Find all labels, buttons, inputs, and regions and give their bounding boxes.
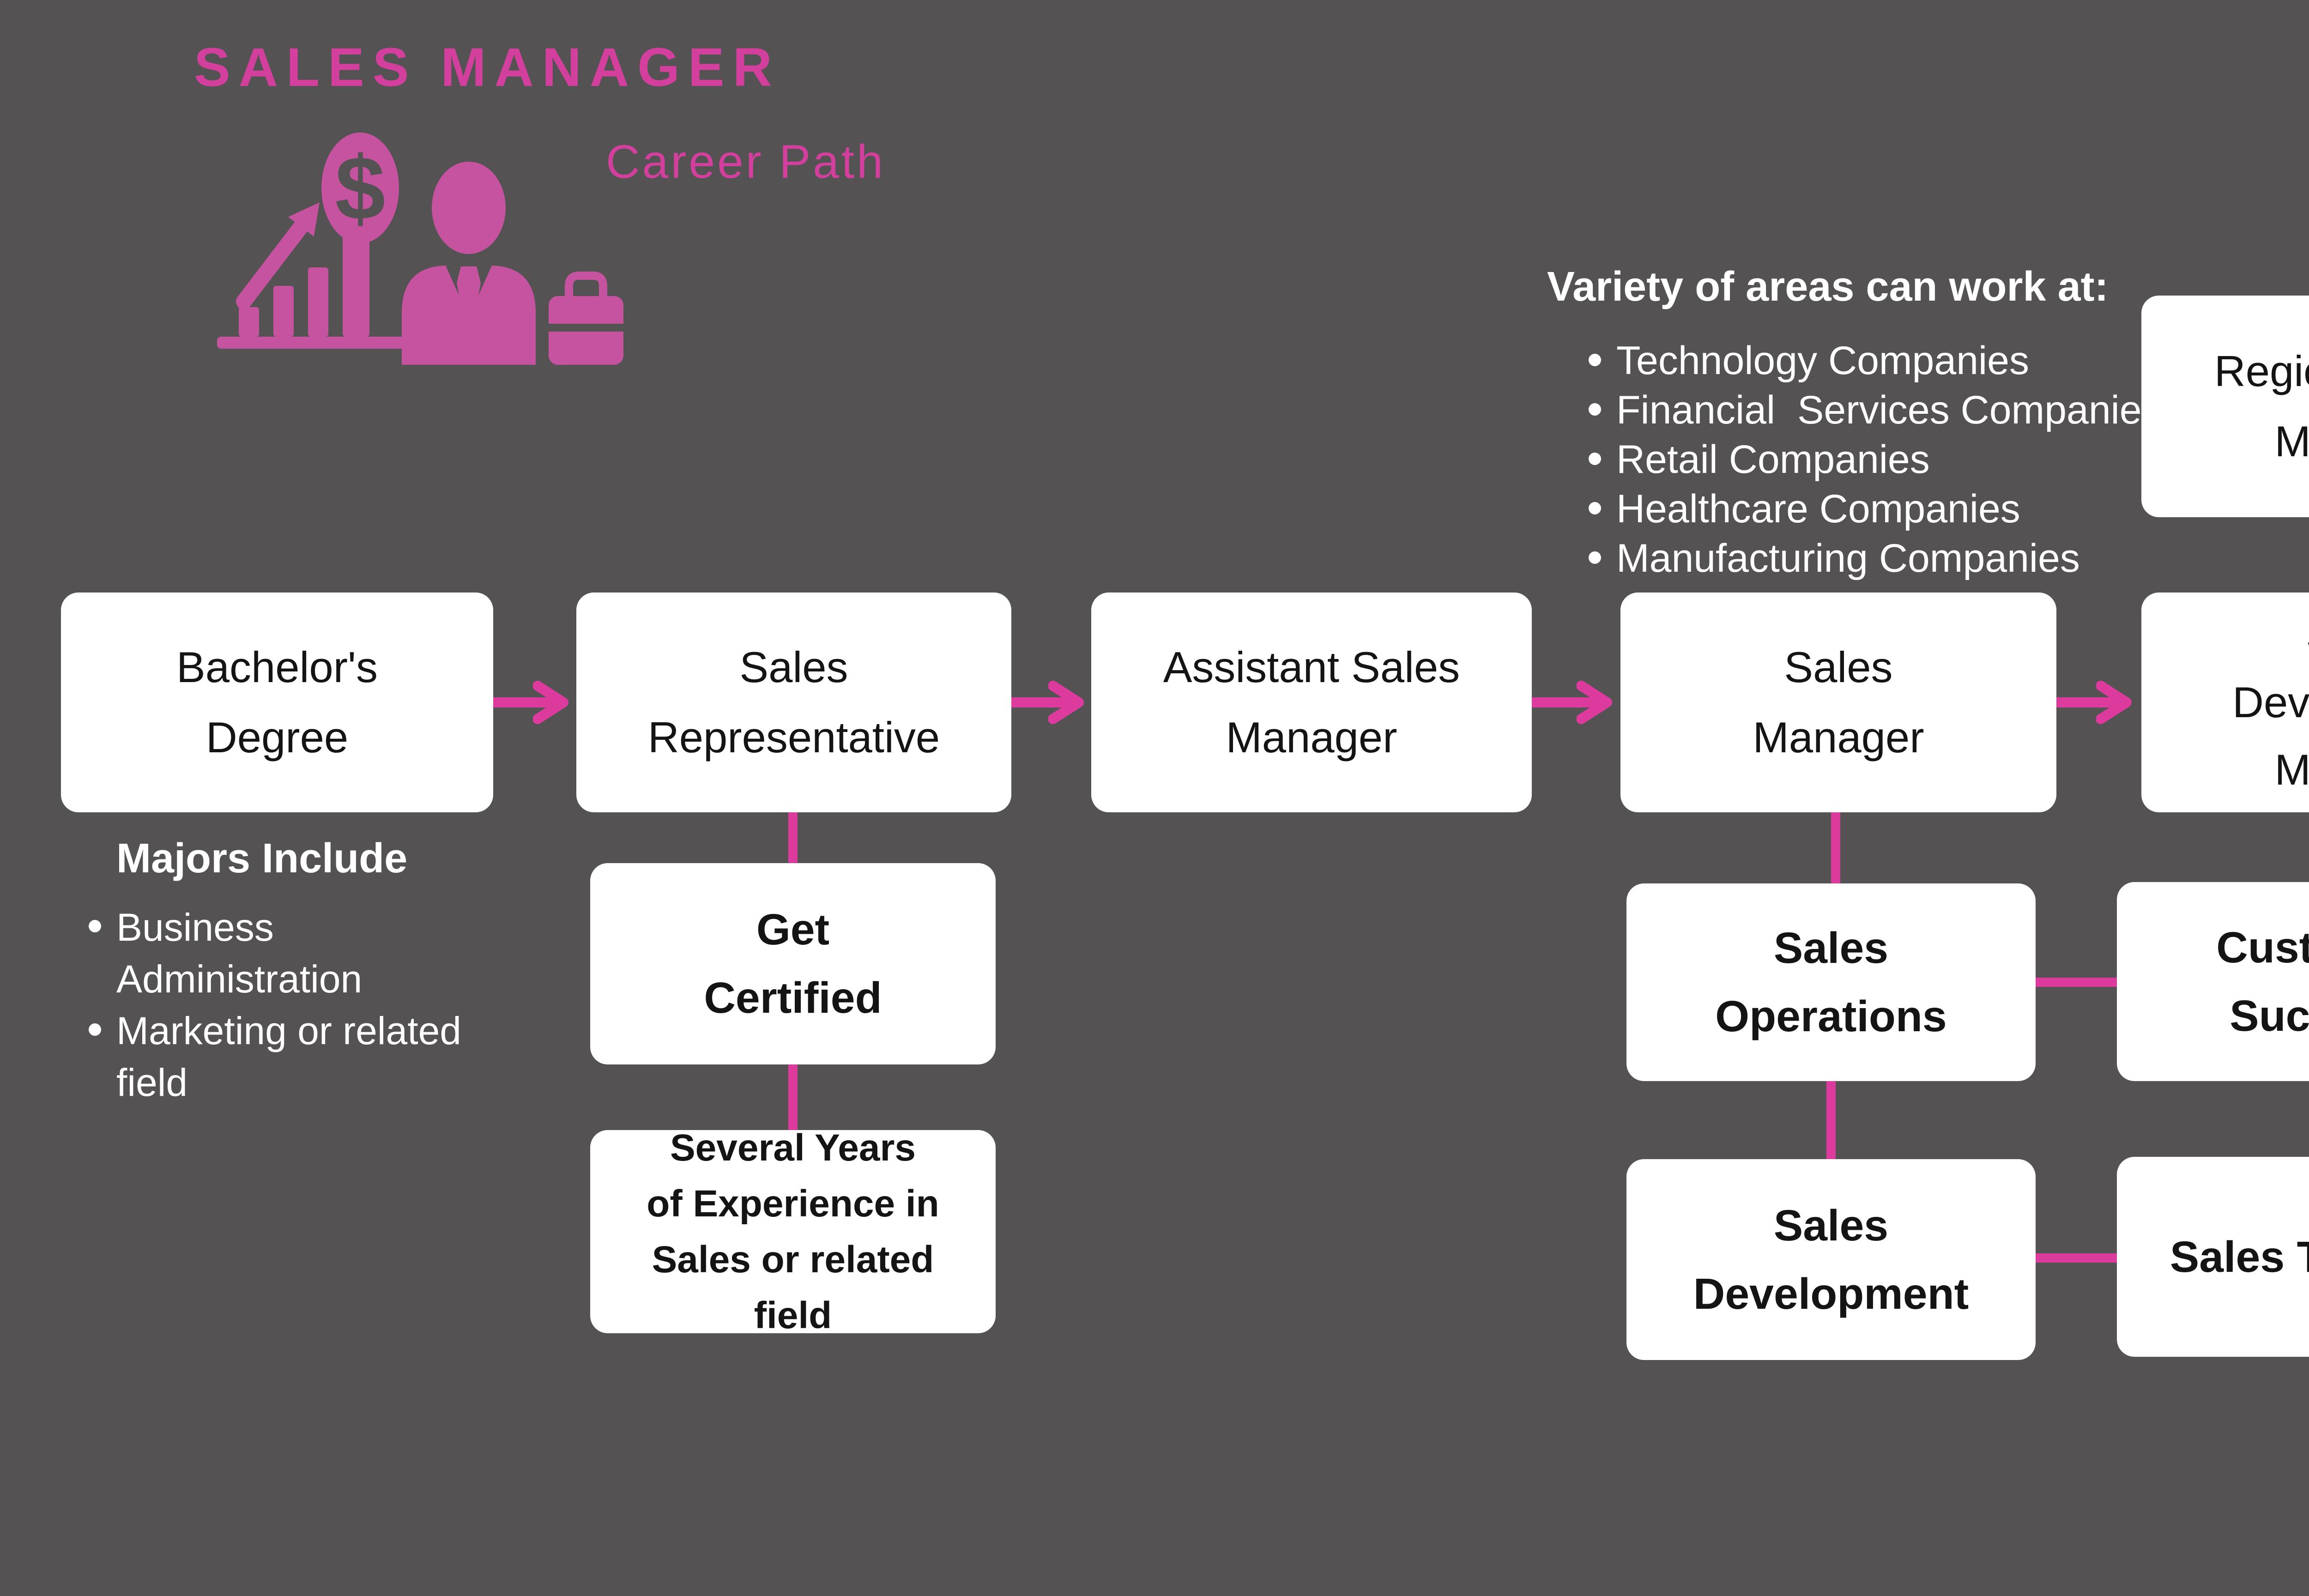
dollar-sign: $ bbox=[335, 138, 385, 239]
node-get-certified: Get Certified bbox=[590, 863, 996, 1064]
list-item-work-area: Healthcare Companies bbox=[1587, 484, 2309, 534]
node-assistant-sales-manager: Assistant Sales Manager bbox=[1091, 592, 1532, 812]
node-experience: Several Years of Experience in Sales or … bbox=[590, 1127, 996, 1336]
list-item-work-area: Manufacturing Companies bbox=[1587, 534, 2309, 583]
node-sales-operations: Sales Operations bbox=[1626, 883, 2036, 1081]
node-sales-training: Sales Training bbox=[2117, 1157, 2309, 1357]
list-item-work-area: Retail Companies bbox=[1587, 435, 2309, 484]
node-regional-sales-manager: Regional Sales Manager bbox=[2141, 296, 2309, 517]
majors-list: Business Administration Marketing or rel… bbox=[87, 901, 502, 1108]
node-bachelors-degree: Bachelor's Degree bbox=[61, 592, 493, 812]
majors-heading: Majors Include bbox=[116, 835, 408, 882]
sales-growth-icon: $ bbox=[217, 133, 623, 365]
list-item-major: Marketing or related field bbox=[87, 1005, 502, 1108]
list-item-work-area: Technology Companies bbox=[1587, 336, 2309, 386]
work-areas-list: Technology Companies Financial Services … bbox=[1587, 336, 2309, 583]
list-item-work-area: Financial Services Companies bbox=[1587, 386, 2309, 435]
node-sales-manager: Sales Manager bbox=[1620, 592, 2056, 812]
work-areas-heading: Variety of areas can work at: bbox=[1547, 264, 2109, 310]
node-sales-representative: Sales Representative bbox=[576, 592, 1011, 812]
node-customer-success: Customer Success bbox=[2117, 882, 2309, 1081]
page-title: SALES MANAGER bbox=[194, 37, 780, 98]
page-subtitle: Career Path bbox=[606, 135, 885, 188]
node-sales-development: Sales Development bbox=[1626, 1159, 2036, 1360]
node-sales-development-manager: Sales Development Manager bbox=[2141, 592, 2309, 812]
list-item-major: Business Administration bbox=[87, 901, 502, 1005]
